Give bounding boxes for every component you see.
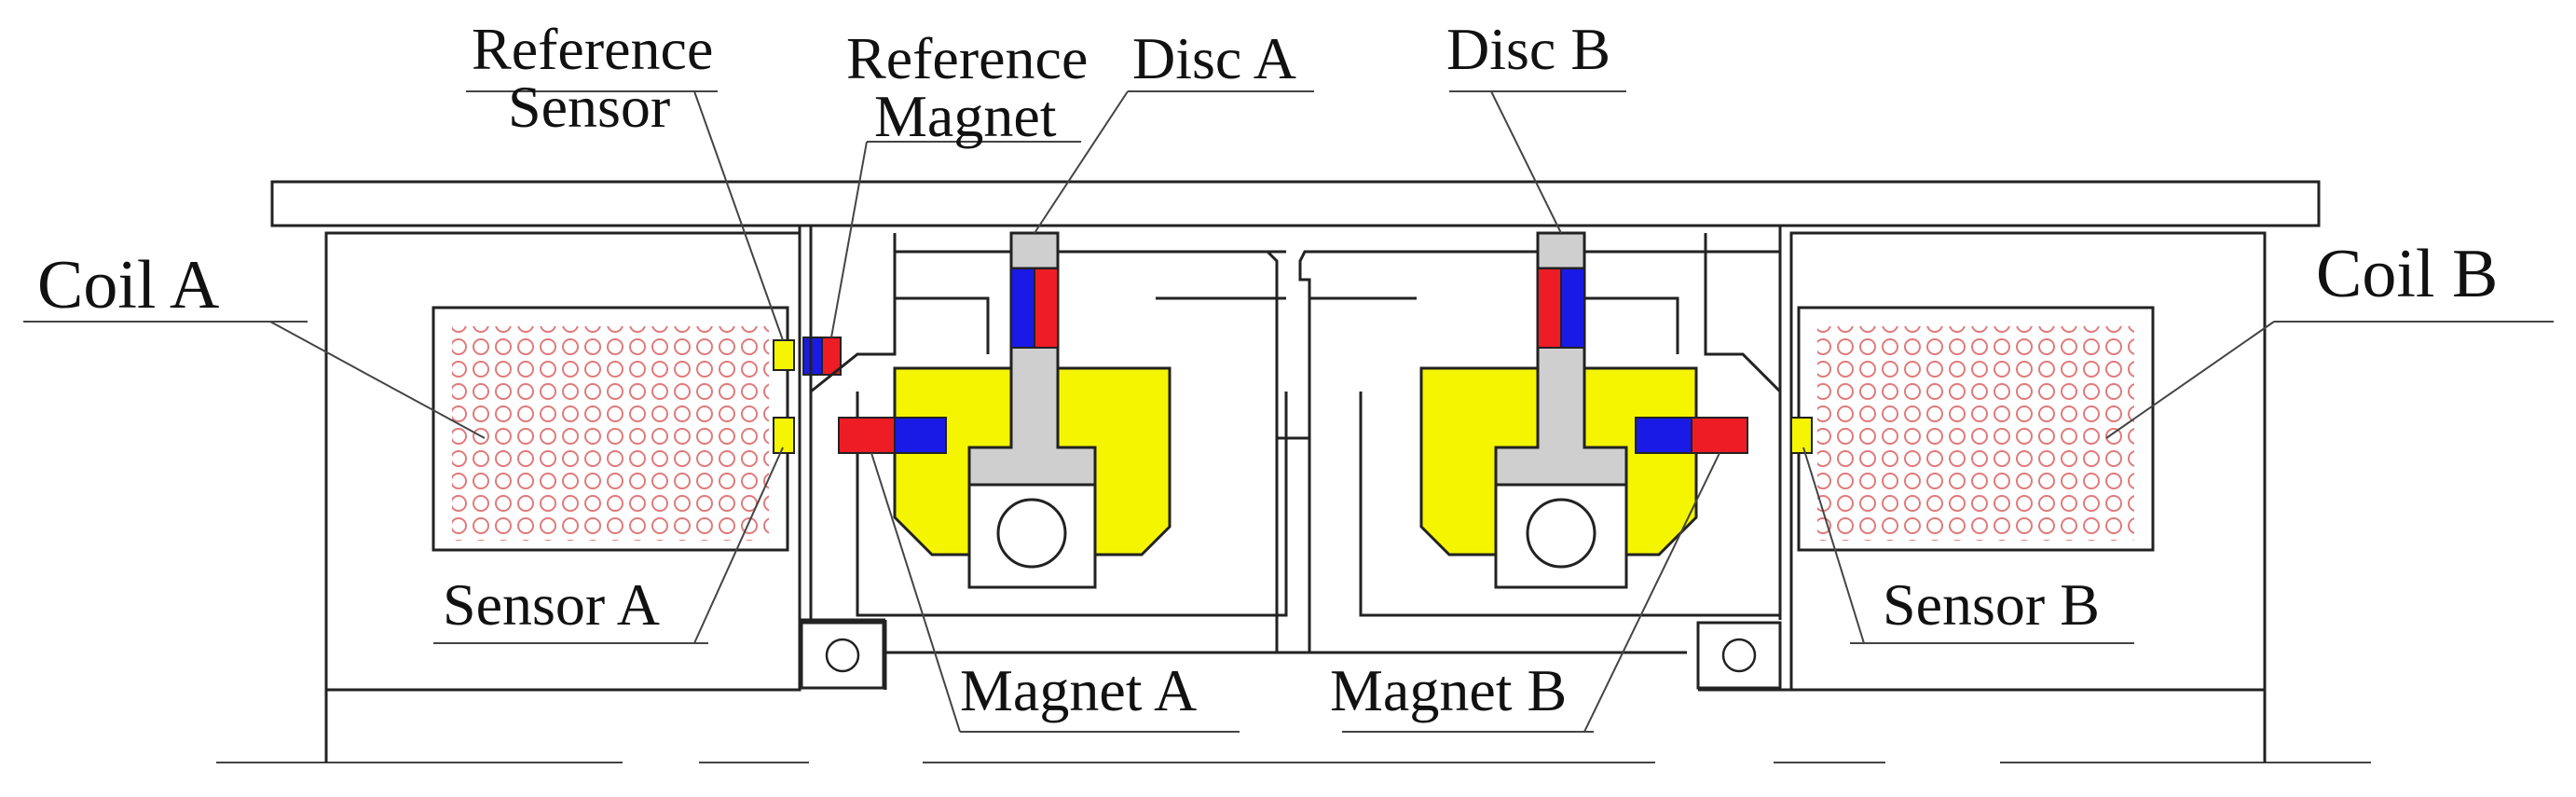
disc-b-magnet-north: [1537, 268, 1562, 349]
left-small-bearing: [825, 638, 860, 673]
label-magnet-b: Magnet B: [1330, 657, 1567, 723]
label-disc-b: Disc B: [1446, 16, 1610, 82]
magnet-b-south: [1635, 417, 1692, 454]
disc-a-magnet-south: [1010, 268, 1035, 349]
reference-magnet-south: [802, 337, 823, 376]
right-small-bearing: [1721, 638, 1757, 673]
center-divider: [1160, 250, 1417, 440]
label-disc-a: Disc A: [1132, 25, 1296, 91]
disc-a-magnet-north: [1034, 268, 1059, 349]
magnet-b-north: [1691, 417, 1748, 454]
bearing-b: [1526, 498, 1596, 569]
label-sensor-a: Sensor A: [443, 571, 660, 638]
coil-a-windings: [452, 326, 769, 541]
magnet-a-north: [838, 417, 896, 454]
disc-b-magnet-south: [1560, 268, 1585, 349]
label-coil-b: Coil B: [2316, 236, 2498, 312]
sensor-a: [773, 417, 795, 454]
sensor-b: [1790, 417, 1813, 454]
label-reference-magnet-line1: Reference: [846, 25, 1088, 91]
shaft-a-cap: [1009, 231, 1060, 270]
shaft-b-cap: [1536, 231, 1586, 270]
label-coil-a: Coil A: [37, 247, 219, 323]
left-housing: [324, 231, 1687, 763]
magnet-a-south: [894, 417, 947, 454]
coil-b-windings: [1817, 326, 2134, 541]
label-magnet-a: Magnet A: [960, 657, 1197, 723]
bearing-a: [996, 498, 1067, 569]
label-reference-magnet-line2: Magnet: [874, 83, 1057, 149]
top-cover-plate: [270, 180, 2321, 227]
reference-sensor: [773, 339, 795, 371]
label-sensor-b: Sensor B: [1883, 571, 2100, 638]
leader-lines: [23, 90, 2554, 733]
right-housing: [1698, 226, 2267, 763]
label-reference-sensor-line1: Reference: [472, 16, 713, 82]
label-reference-sensor-line2: Sensor: [508, 74, 670, 140]
